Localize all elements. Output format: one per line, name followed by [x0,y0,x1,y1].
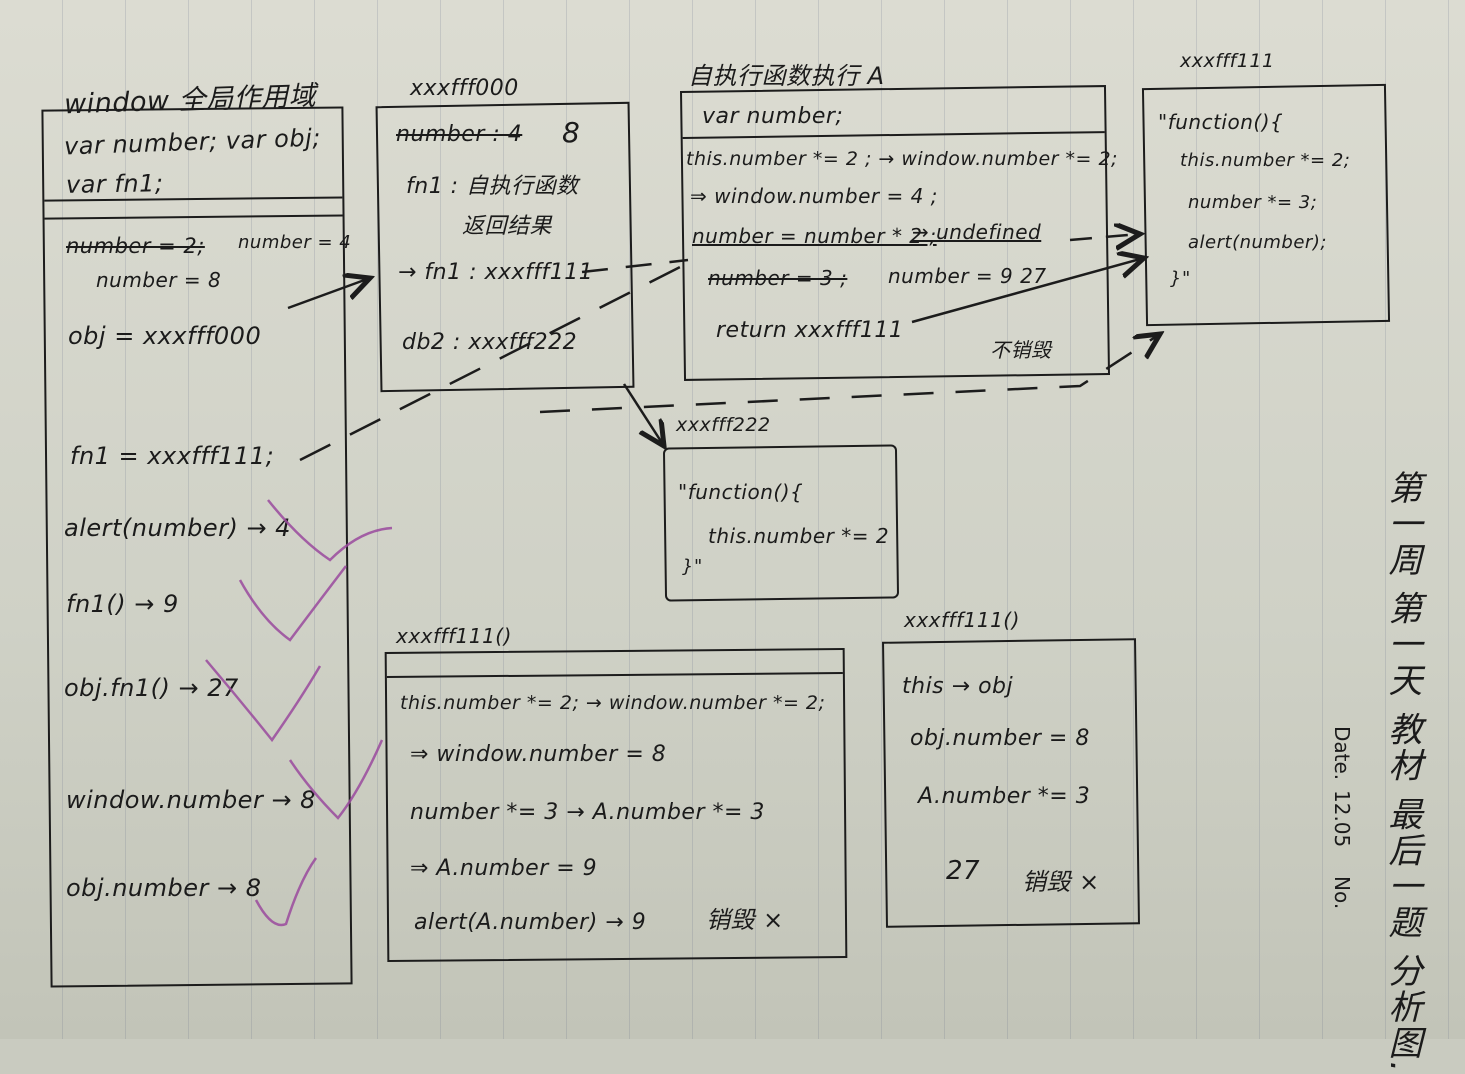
heap-111-line1: "function(){ [1158,110,1284,134]
heap-111-line4: alert(number); [1188,232,1327,253]
heap-000-label: xxxfff000 [410,76,519,101]
global-number-assign: number = 2; [66,234,205,258]
side-date-label: Date. [1330,726,1354,781]
global-output-2: fn1() → 9 [66,590,179,618]
heap-000-line1: number : 4 [396,122,523,147]
heap-111-label: xxxfff111 [1180,50,1275,72]
global-number-assign2: number = 4 [238,232,352,253]
exec-111b-line3: A.number *= 3 [918,784,1091,809]
heap-222-line1: "function(){ [678,480,804,504]
exec-111b-line1: this → obj [902,674,1014,699]
exec-a-line4-struck: number = 3 ; [708,266,848,290]
side-no-label: No. [1330,876,1354,910]
exec-111a-note: 销毁 × [706,906,784,934]
exec-111a-label: xxxfff111() [396,624,512,648]
exec-111a-line5: alert(A.number) → 9 [414,910,647,935]
exec-a-line3a: number = number * 2 ; [692,224,937,248]
heap-111-line3: number *= 3; [1188,192,1318,213]
notebook-paper [0,0,1465,1039]
heap-222-box [662,444,900,602]
exec-111b-note: 销毁 × [1022,868,1100,896]
heap-222-line2: this.number *= 2 [708,524,890,548]
global-output-5: obj.number → 8 [66,874,262,902]
global-number-final: number = 8 [96,268,222,292]
exec-a-line4b: number = 9 27 [888,264,1047,288]
global-fn1-assign: fn1 = xxxfff111; [70,442,275,470]
heap-000-line3: 返回结果 [462,214,553,239]
heap-222-label: xxxfff222 [676,414,771,436]
exec-a-line3b: → undefined [912,220,1042,244]
global-output-4: window.number → 8 [66,786,316,814]
global-obj-assign: obj = xxxfff000 [68,322,262,350]
heap-000-line1-value: 8 [562,116,581,149]
heap-000-line2: fn1 : 自执行函数 [406,174,579,199]
exec-a-line5: return xxxfff111 [716,318,904,343]
exec-111a-line1: this.number *= 2; → window.number *= 2; [400,692,826,714]
global-decl-line2: var fn1; [65,169,164,199]
exec-a-decl: var number; [702,104,844,129]
global-output-1: alert(number) → 4 [64,514,291,542]
exec-111b-line2: obj.number = 8 [910,726,1090,751]
heap-222-line3: }" [682,556,703,577]
exec-a-line1: this.number *= 2 ; → window.number *= 2; [686,148,1118,170]
global-output-3: obj.fn1() → 27 [64,674,239,702]
side-title: 第一周 第一天 教材 最后一题 分析图. [1382,470,1422,1074]
exec-111b-line4: 27 [946,856,981,886]
exec-111a-line4: ⇒ A.number = 9 [410,856,598,881]
heap-111-line5: }" [1170,268,1191,289]
heap-111-line2: this.number *= 2; [1180,150,1351,171]
exec-111a-line2: ⇒ window.number = 8 [410,742,667,767]
exec-a-label: 自执行函数执行 A [688,62,885,90]
exec-a-note: 不销毁 [990,338,1052,362]
exec-111a-line3: number *= 3 → A.number *= 3 [410,800,765,825]
side-date: 12.05 [1330,790,1354,848]
exec-111b-label: xxxfff111() [904,608,1020,632]
exec-a-line2: ⇒ window.number = 4 ; [690,184,938,208]
heap-000-line4: → fn1 : xxxfff111 [398,260,594,285]
heap-000-line5: db2 : xxxfff222 [402,330,578,355]
